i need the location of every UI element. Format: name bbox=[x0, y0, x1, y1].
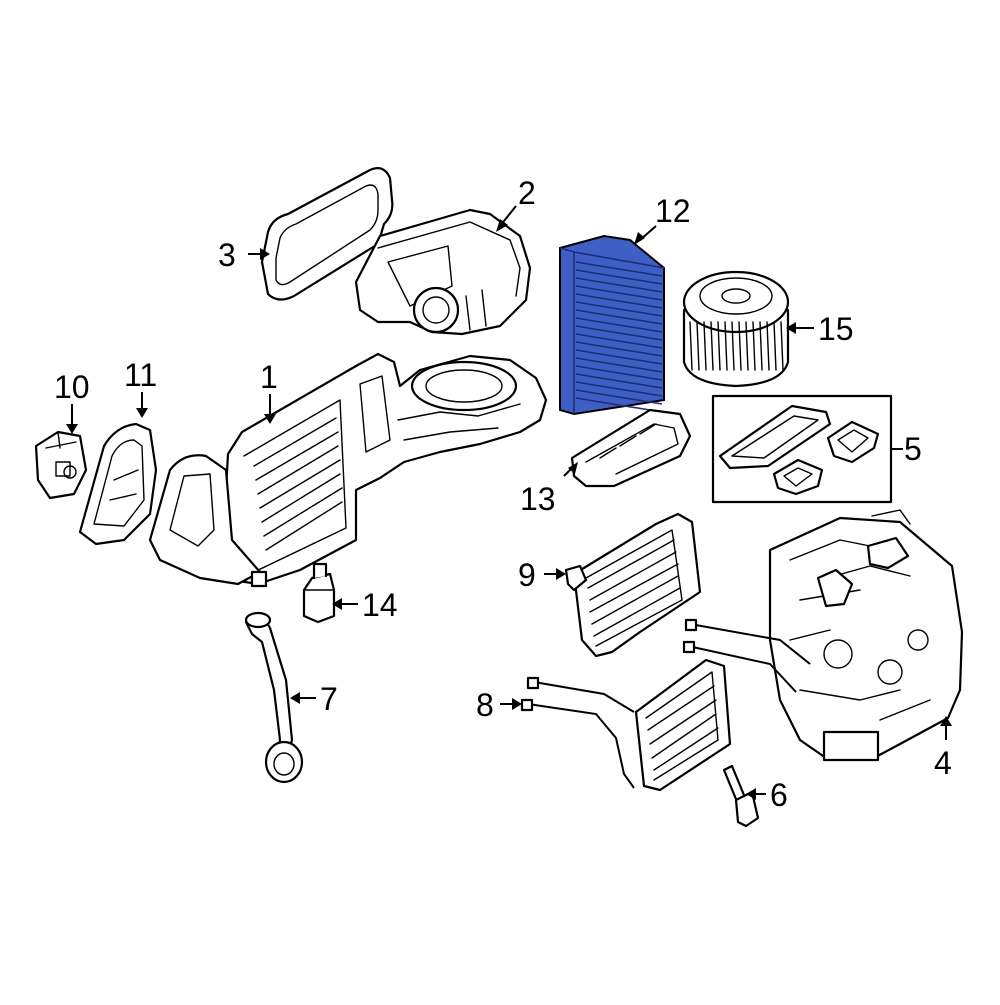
part-12-cabin-air-filter[interactable] bbox=[559, 234, 665, 416]
callout-labels: 3 2 12 15 5 1 10 11 13 14 7 9 8 4 6 bbox=[54, 175, 952, 813]
callout-8: 8 bbox=[476, 687, 494, 723]
part-2-blower-housing[interactable] bbox=[354, 208, 532, 336]
callout-13: 13 bbox=[520, 481, 556, 517]
part-14-sensor[interactable] bbox=[302, 562, 336, 624]
callout-5: 5 bbox=[904, 431, 922, 467]
part-8-heater-core[interactable] bbox=[520, 658, 732, 792]
part-3-gasket[interactable] bbox=[260, 167, 394, 301]
callout-3: 3 bbox=[218, 237, 236, 273]
part-10-actuator[interactable] bbox=[34, 430, 88, 500]
callout-1: 1 bbox=[260, 359, 278, 395]
callout-6: 6 bbox=[770, 777, 788, 813]
part-15-blower-motor[interactable] bbox=[682, 270, 790, 388]
callout-15: 15 bbox=[818, 311, 854, 347]
leader-lines bbox=[66, 205, 952, 800]
callout-9: 9 bbox=[518, 557, 536, 593]
part-4-hvac-module[interactable] bbox=[682, 509, 964, 762]
callout-14: 14 bbox=[362, 587, 398, 623]
part-5-seal-kit[interactable] bbox=[711, 394, 893, 504]
part-7-drain-hose[interactable] bbox=[244, 611, 304, 784]
part-1-hvac-case[interactable] bbox=[148, 352, 548, 588]
callout-7: 7 bbox=[320, 681, 338, 717]
callout-10: 10 bbox=[54, 369, 90, 405]
callout-2: 2 bbox=[518, 175, 536, 211]
callout-4: 4 bbox=[934, 745, 952, 781]
callout-12: 12 bbox=[655, 193, 691, 229]
part-11-side-cover[interactable] bbox=[78, 422, 158, 546]
part-9-evaporator[interactable] bbox=[564, 512, 702, 658]
part-13-duct-adapter[interactable] bbox=[570, 408, 692, 488]
callout-11: 11 bbox=[124, 357, 157, 393]
